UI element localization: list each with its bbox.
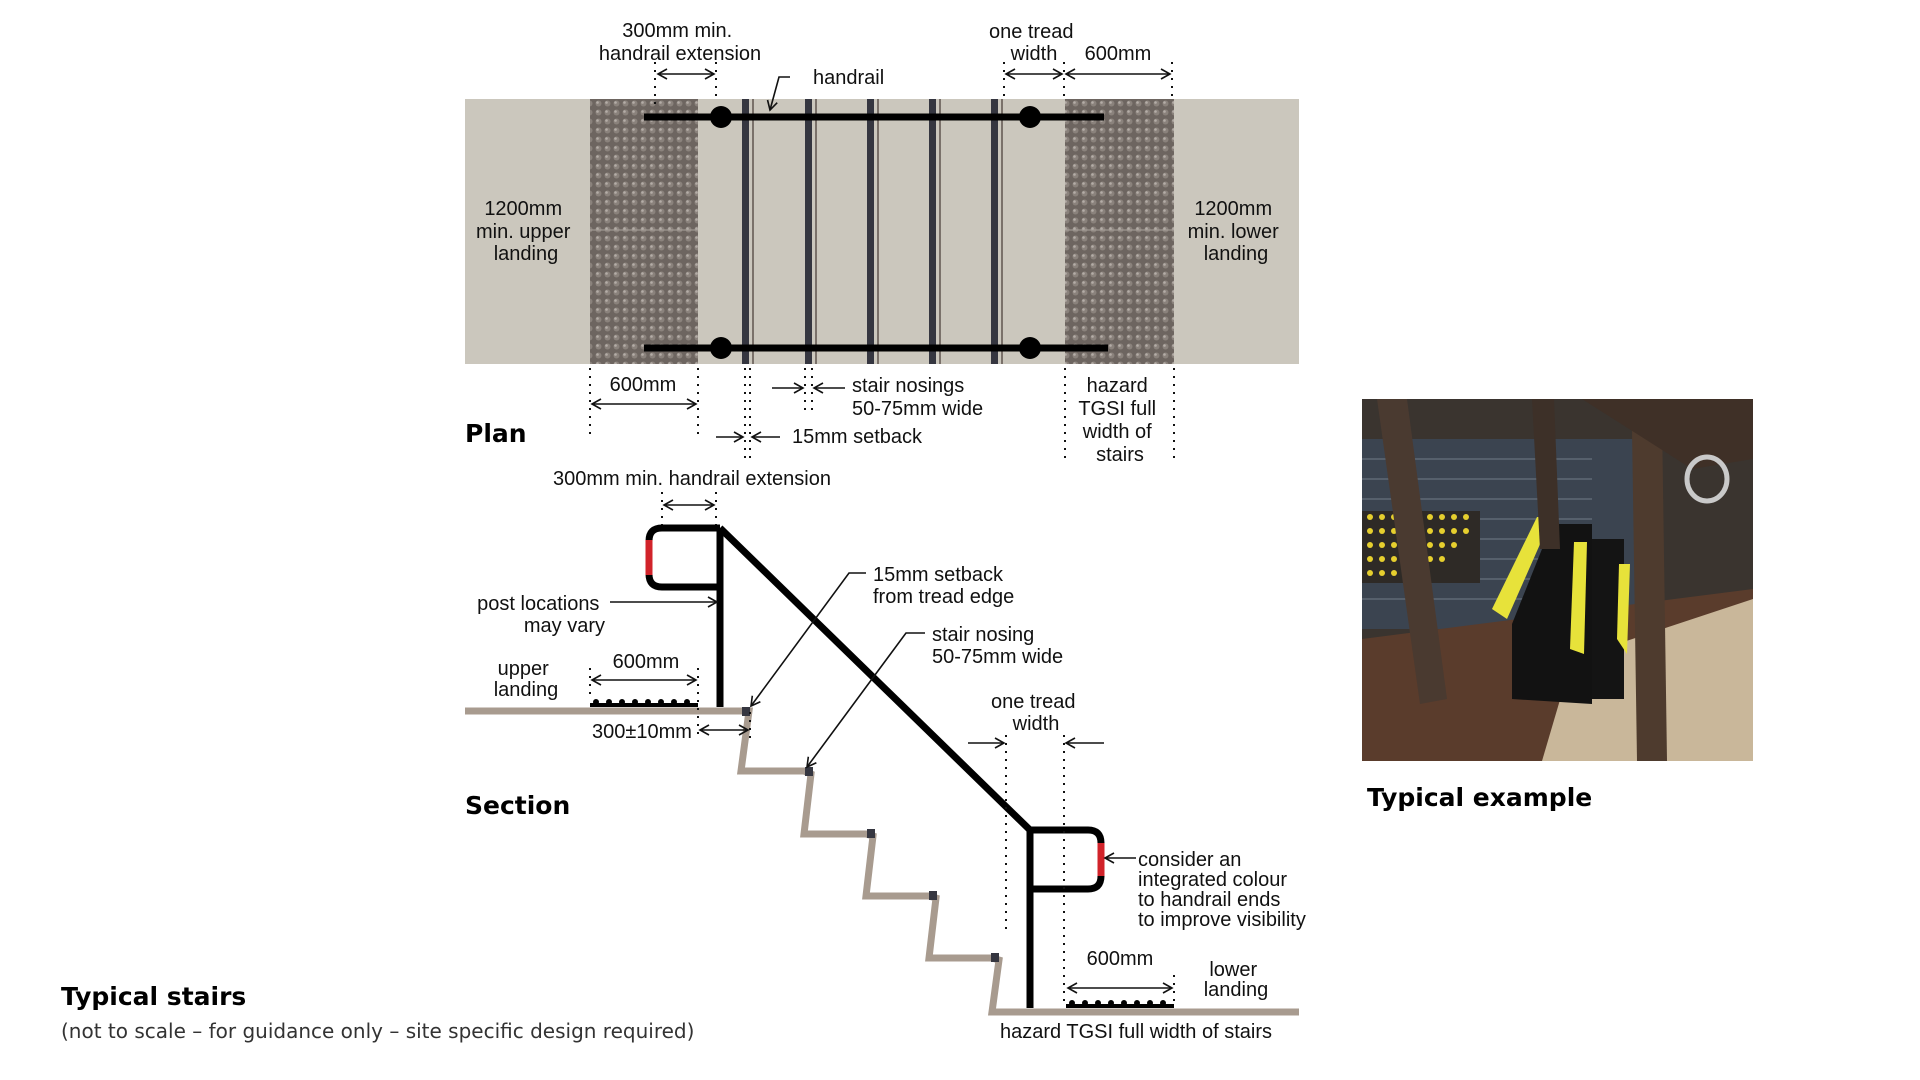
example-photo	[1362, 399, 1753, 761]
photo-post	[1377, 399, 1447, 704]
section-stair-nosing-label: stair nosing 50-75mm wide	[932, 624, 1063, 668]
plan-lower-landing-label: 1200mm min. lower landing	[1188, 198, 1285, 265]
lower-tgsi-section	[1069, 1000, 1166, 1006]
section-dimension-arrows	[590, 499, 1174, 994]
section-nosing	[805, 767, 813, 776]
photo-nosing	[1570, 542, 1587, 654]
section-view: 300mm min. handrail extension post locat…	[465, 468, 1306, 1043]
photo-nosing	[1492, 517, 1552, 619]
section-heading: Section	[465, 791, 570, 820]
upper-tgsi-section	[593, 699, 690, 705]
lower-tgsi-strip	[1065, 99, 1174, 364]
page-subtitle: (not to scale – for guidance only – site…	[61, 1019, 694, 1043]
plan-handrails	[644, 106, 1108, 359]
plan-nosing	[867, 99, 874, 364]
section-tgsi-600-lower-label: 600mm	[1087, 948, 1154, 970]
photo-nosing	[1617, 564, 1630, 654]
section-extension-guides	[589, 492, 1175, 1004]
section-hazard-tgsi-label: hazard TGSI full width of stairs	[1000, 1021, 1272, 1043]
plan-extension-guides	[589, 62, 1175, 462]
section-nosing	[867, 829, 875, 838]
section-handrail-extension-label: 300mm min. handrail extension	[553, 468, 831, 490]
plan-tgsi-600-bottom-label: 600mm	[610, 374, 677, 396]
section-colour-note-label: consider an integrated colour to handrai…	[1138, 849, 1306, 931]
plan-view: 300mm min. handrail extension handrail o…	[465, 20, 1299, 466]
section-nosing	[742, 707, 750, 716]
stairs-photo-illustration	[1362, 399, 1753, 761]
plan-post	[1019, 337, 1041, 359]
plan-nosing	[929, 99, 936, 364]
plan-nosing	[805, 99, 812, 364]
section-upper-landing-label: upper landing	[494, 658, 559, 701]
example-caption: Typical example	[1367, 783, 1592, 812]
section-post-locations-label: post locations may vary	[477, 593, 605, 637]
plan-dimension-arrows	[590, 68, 1172, 443]
section-setback-label: 15mm setback from tread edge	[873, 564, 1014, 608]
photo-post	[1632, 419, 1667, 761]
plan-one-tread-width-label: one tread width	[989, 21, 1079, 65]
plan-upper-landing-label: 1200mm min. upper landing	[476, 198, 576, 265]
plan-setback-label: 15mm setback	[792, 426, 923, 448]
section-nosing	[991, 953, 999, 962]
page-title: Typical stairs	[61, 982, 246, 1011]
plan-nosings	[742, 99, 1003, 364]
plan-tgsi-600-top-label: 600mm	[1085, 43, 1152, 65]
section-lower-landing-label: lower landing	[1204, 959, 1269, 1001]
plan-nosing	[742, 99, 749, 364]
plan-nosing	[991, 99, 998, 364]
plan-handrail-extension-label: 300mm min. handrail extension	[599, 20, 761, 65]
plan-handrail-label: handrail	[813, 67, 884, 89]
plan-post	[1019, 106, 1041, 128]
section-going-label: 300±10mm	[592, 721, 692, 743]
plan-post	[710, 337, 732, 359]
plan-stair-nosings-label: stair nosings 50-75mm wide	[852, 375, 983, 420]
section-nosing	[929, 891, 937, 900]
plan-hazard-tgsi-label: hazard TGSI full width of stairs	[1078, 375, 1161, 466]
upper-tgsi-strip	[590, 99, 698, 364]
plan-heading: Plan	[465, 419, 527, 448]
section-one-tread-width-label: one tread width	[991, 691, 1081, 735]
section-tgsi-600-upper-label: 600mm	[613, 651, 680, 673]
section-handrail	[645, 524, 1105, 1008]
plan-post	[710, 106, 732, 128]
